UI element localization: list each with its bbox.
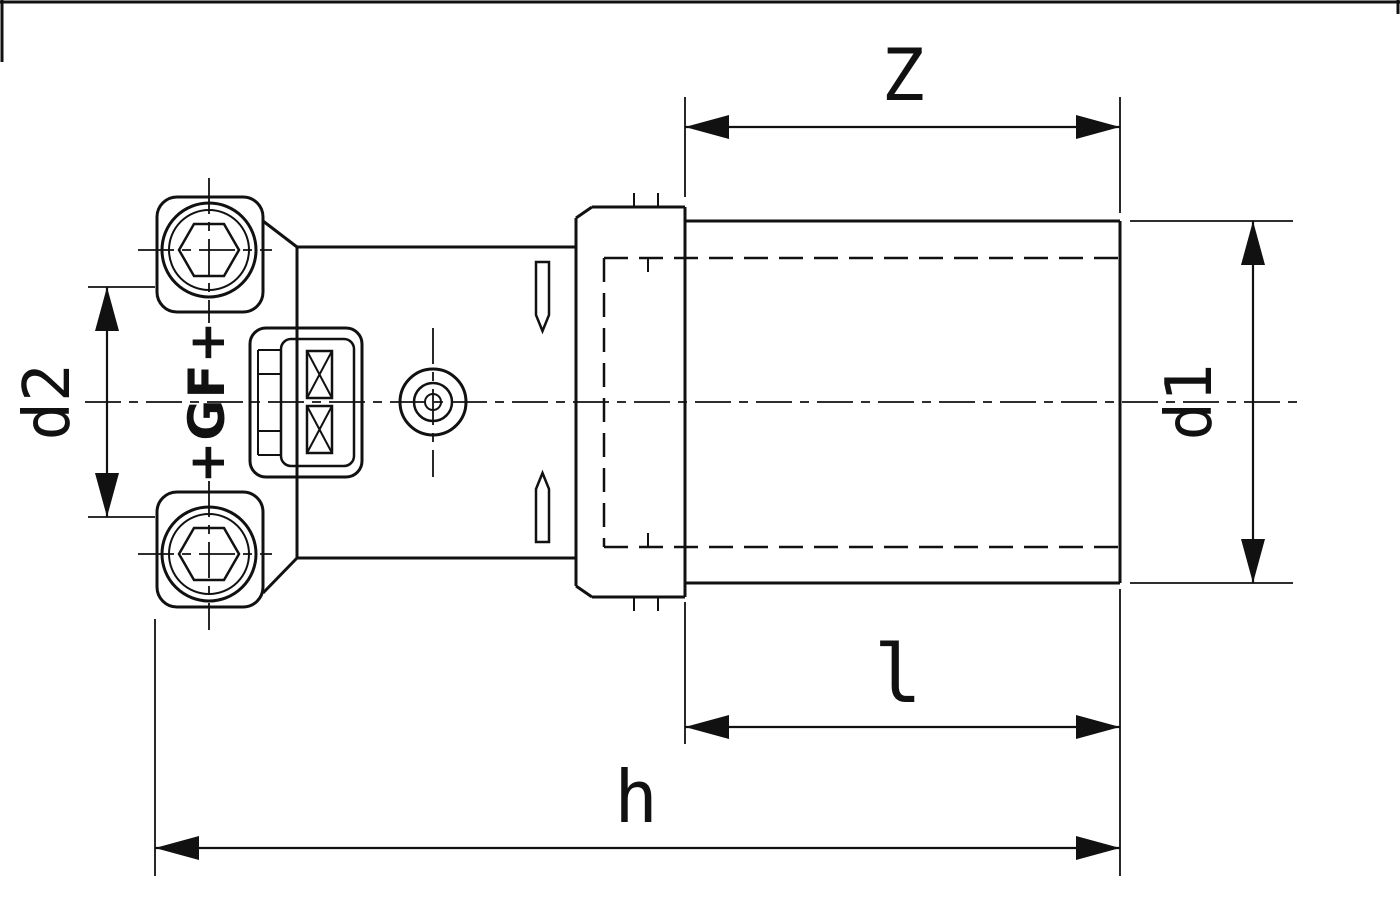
collar-chamfer-top	[575, 205, 593, 220]
dim-label-h: h	[614, 755, 657, 839]
connector-contact-top	[305, 349, 334, 400]
fitting-collar	[574, 193, 687, 611]
fusion-indicator-top	[534, 260, 551, 335]
dim-label-z: Z	[881, 33, 924, 117]
connector-inner-frame	[279, 337, 356, 468]
dim-d2-arrowhead-top	[95, 287, 119, 331]
dim-l-arrowhead-right	[1076, 715, 1120, 739]
dim-label-d1: d1	[1153, 363, 1227, 440]
dim-h-arrowhead-left	[155, 836, 199, 860]
terminal-bottom-housing	[155, 490, 265, 609]
dim-d2-arrowhead-bottom	[95, 473, 119, 517]
terminal-bottom	[155, 490, 265, 609]
dimension-z: Z	[684, 33, 1121, 213]
terminal-top-housing	[155, 195, 265, 314]
dim-z-arrowhead-right	[1076, 115, 1120, 139]
dim-z-arrowhead-left	[685, 115, 729, 139]
body-terminal-fillet-top	[262, 219, 298, 249]
terminal-bottom-inner-ring	[168, 513, 250, 595]
connector-housing	[248, 326, 364, 479]
connector-block	[248, 326, 364, 479]
dim-l-arrowhead-left	[685, 715, 729, 739]
collar-chamfer-bottom	[575, 584, 593, 599]
fitting-body	[261, 219, 576, 595]
pipe-spigot	[685, 219, 1122, 585]
dimension-d1: d1	[1130, 220, 1293, 584]
terminal-top-outer-ring	[160, 201, 258, 299]
dim-label-d2: d2	[11, 363, 85, 440]
dim-d1-arrowhead-top	[1241, 221, 1265, 265]
dimension-d2: d2	[11, 286, 155, 518]
pipe-bore-hidden-lines	[602, 256, 1120, 549]
dim-h-arrowhead-right	[1076, 836, 1120, 860]
fusion-indicator-bottom	[534, 469, 551, 544]
terminal-bottom-nut	[177, 526, 241, 582]
inspection-port-inner	[424, 393, 442, 411]
connector-contact-top-cross-2	[306, 350, 333, 399]
connector-contact-bottom	[305, 404, 334, 455]
terminal-top-nut	[177, 222, 241, 278]
inspection-port-outer	[398, 367, 468, 437]
inspection-port-middle	[412, 381, 454, 423]
gf-logo: +GF+	[178, 321, 236, 484]
dimension-l: l	[684, 589, 1121, 876]
dimension-h: h	[154, 619, 1120, 876]
body-terminal-fillet-bottom	[261, 556, 299, 595]
connector-contact-bottom-cross-2	[306, 405, 333, 454]
terminal-top	[155, 195, 265, 314]
terminal-top-inner-ring	[168, 209, 250, 291]
inspection-port	[398, 367, 468, 437]
dim-d1-arrowhead-bottom	[1241, 539, 1265, 583]
terminal-bottom-outer-ring	[160, 505, 258, 603]
dim-label-l: l	[874, 628, 922, 721]
